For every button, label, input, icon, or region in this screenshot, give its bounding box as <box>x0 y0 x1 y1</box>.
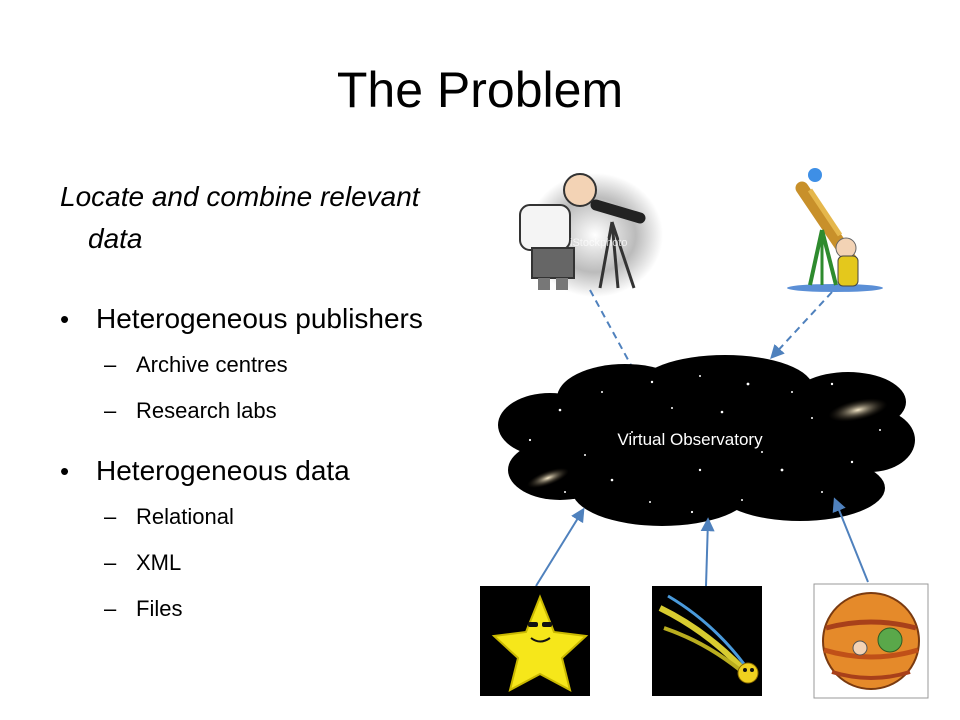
bullet-data: Heterogeneous data <box>60 448 520 494</box>
virtual-observatory-cloud: Virtual Observatory <box>498 355 915 526</box>
intro-line-1: Locate and combine relevant <box>60 181 420 212</box>
old-astronomer-telescope-icon <box>787 168 883 292</box>
planet-character-icon <box>813 583 929 699</box>
arrow-dashed-right <box>770 291 833 360</box>
subitem-xml: XML <box>60 540 520 586</box>
cloud-label: Virtual Observatory <box>617 430 763 449</box>
subitem-research-labs: Research labs <box>60 388 520 434</box>
astronomer-telescope-icon: iStockphoto <box>519 173 663 297</box>
intro-line-2: data <box>88 223 143 254</box>
arrow-solid-left <box>535 507 585 587</box>
subitem-archive-centres: Archive centres <box>60 342 520 388</box>
intro-text: Locate and combine relevant data <box>60 176 500 260</box>
arrow-solid-middle <box>700 517 715 587</box>
bullet-list: Heterogeneous publishers Archive centres… <box>60 296 520 632</box>
subitem-relational: Relational <box>60 494 520 540</box>
slide-title: The Problem <box>336 62 624 118</box>
subitem-files: Files <box>60 586 520 632</box>
bullet-publishers: Heterogeneous publishers <box>60 296 520 342</box>
watermark-text: iStockphoto <box>570 237 627 249</box>
star-character-icon <box>480 586 590 696</box>
arrow-dashed-left <box>589 289 640 381</box>
comet-character-icon <box>652 586 762 696</box>
arrow-solid-right <box>832 497 869 583</box>
